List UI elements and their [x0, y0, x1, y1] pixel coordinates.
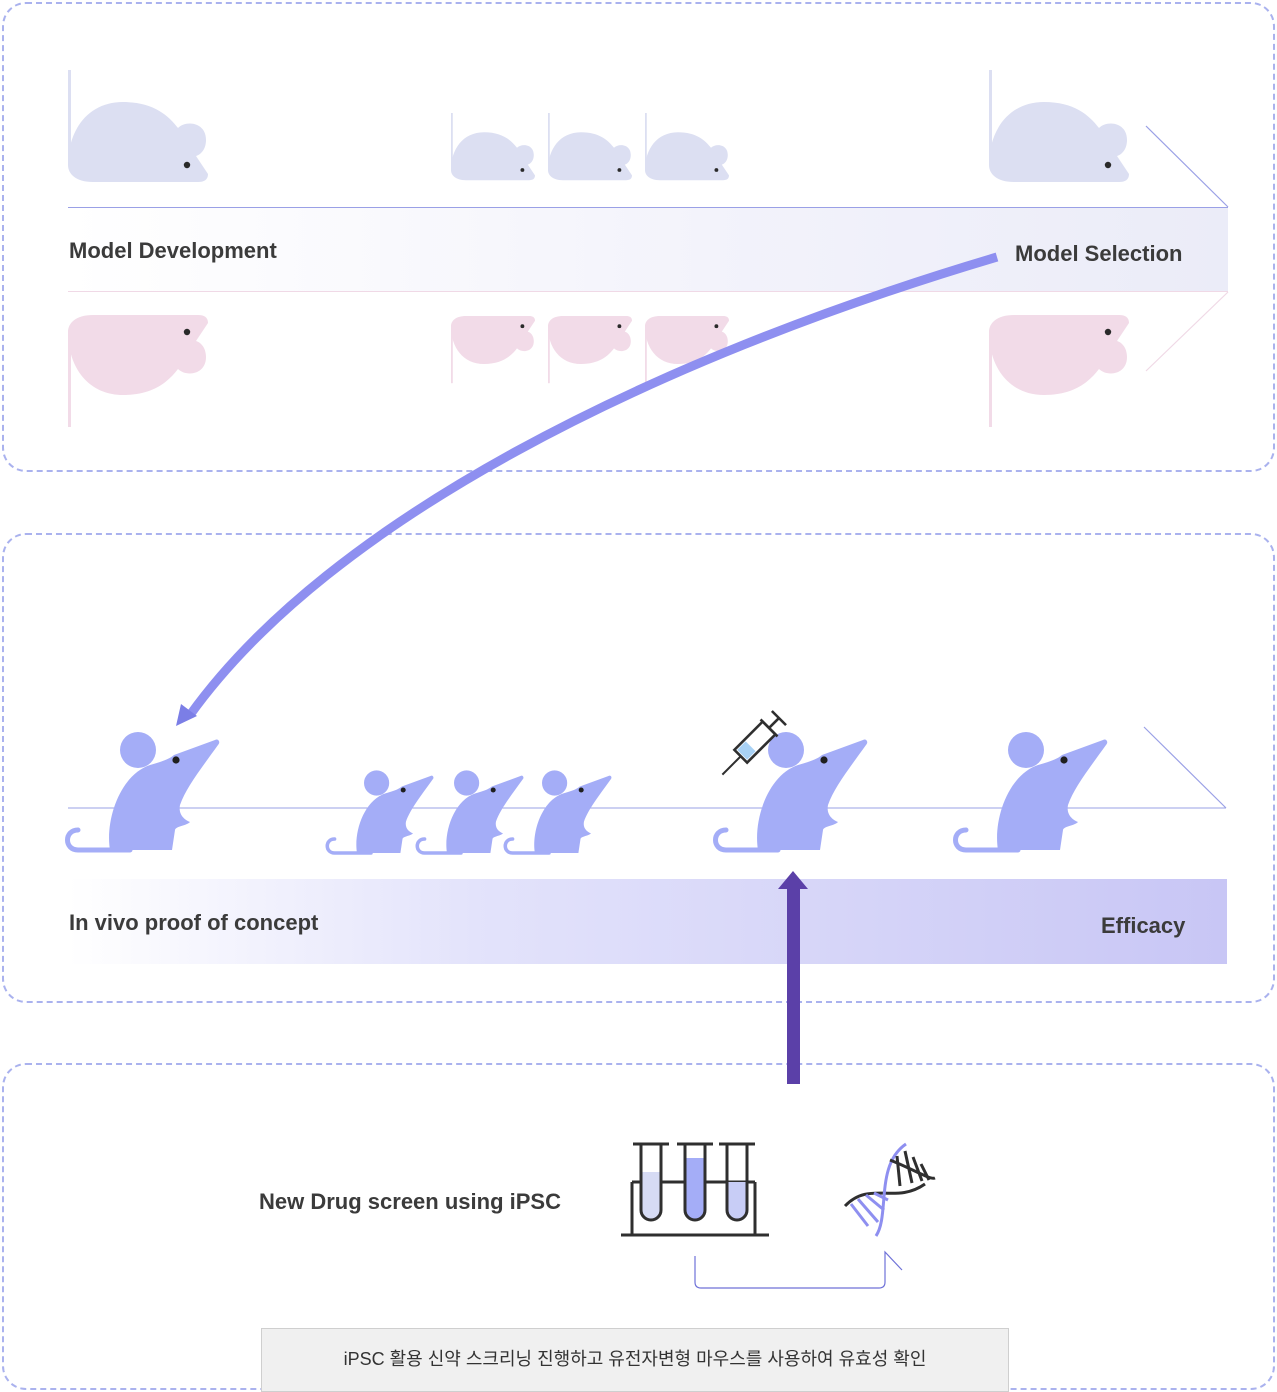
up-arrow — [787, 886, 800, 1084]
dna-icon — [843, 1142, 936, 1237]
model-development-label: Model Development — [69, 238, 277, 263]
test-tube-icon — [725, 1144, 749, 1222]
in-vivo-band — [68, 879, 1227, 964]
mouse-icon — [451, 113, 535, 181]
mouse-icon — [989, 315, 1129, 427]
test-tube-icon — [683, 1144, 707, 1222]
panel-in-vivo-stage — [2, 533, 1275, 1003]
mouse-icon — [548, 316, 632, 384]
connector-bracket — [694, 1250, 903, 1289]
panel-model-stage — [2, 2, 1275, 472]
arrowhead-line — [1145, 291, 1229, 372]
curved-arrow — [186, 252, 999, 718]
model-selection-label: Model Selection — [1015, 241, 1183, 266]
mouse-icon — [956, 732, 1108, 850]
efficacy-label: Efficacy — [1101, 913, 1186, 938]
mouse-icon — [503, 768, 614, 855]
mouse-icon — [548, 113, 632, 181]
model-band — [68, 207, 1228, 292]
mouse-icon — [989, 70, 1129, 182]
caption-box: iPSC 활용 신약 스크리닝 진행하고 유전자변형 마우스를 사용하여 유효성… — [261, 1328, 1009, 1392]
mouse-icon — [68, 732, 220, 850]
mouse-icon — [451, 316, 535, 384]
mouse-icon — [68, 70, 208, 182]
drug-screen-label: New Drug screen using iPSC — [259, 1189, 561, 1214]
test-tube-icon — [639, 1144, 663, 1222]
up-arrow-head — [778, 871, 808, 889]
arrowhead-line — [1145, 125, 1229, 208]
arrowhead-line — [1143, 726, 1227, 809]
in-vivo-label: In vivo proof of concept — [69, 910, 319, 935]
curved-arrow-head — [176, 704, 197, 726]
mouse-icon — [68, 315, 208, 427]
mouse-icon — [645, 113, 729, 181]
syringe-icon — [721, 710, 787, 776]
